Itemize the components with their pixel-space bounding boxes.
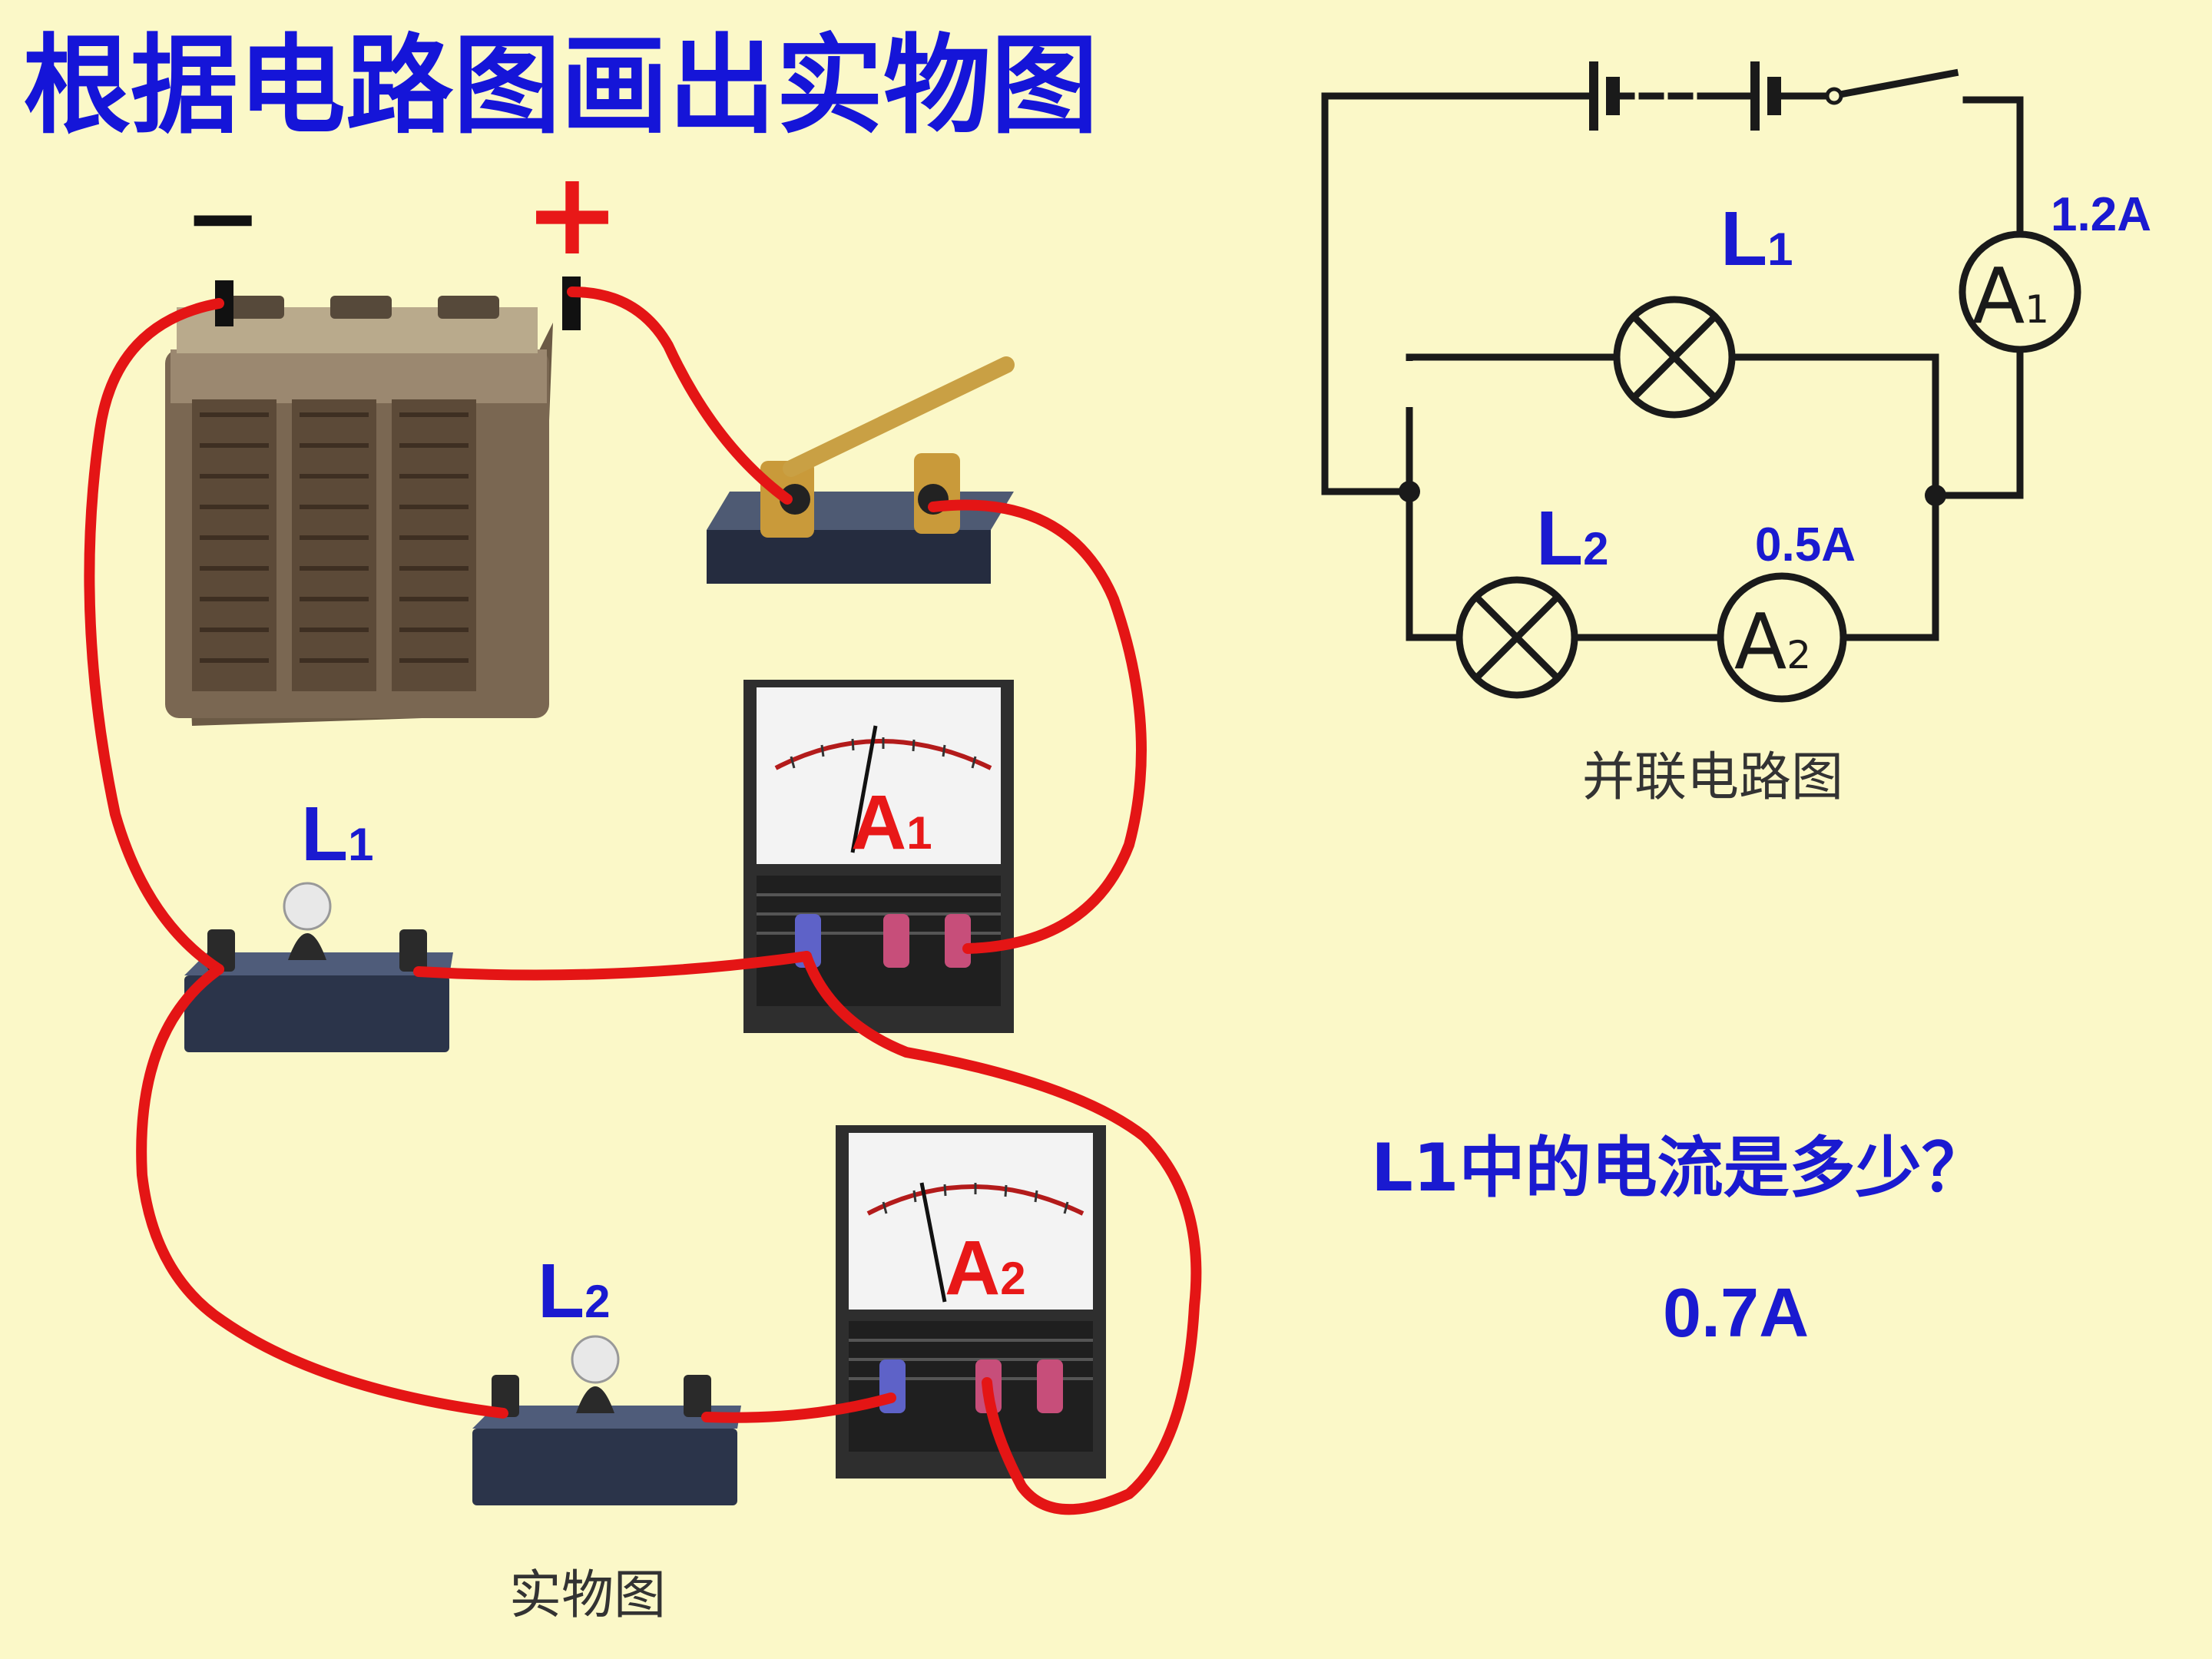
schematic-l2-label: L2 — [1536, 495, 1608, 581]
question-text: L1中的电流是多少？ — [1371, 1130, 1988, 1207]
physical-circuit-photo: − + — [84, 147, 1202, 1626]
battery-minus-sign: − — [184, 165, 262, 272]
schematic-switch — [1825, 87, 1843, 105]
schematic-caption: 并联电路图 — [1582, 747, 1843, 808]
schematic-lamp-l2 — [1455, 576, 1578, 699]
schematic-ammeter-a1: A1 — [1959, 230, 2081, 353]
slide-title: 根据电路图画出实物图 — [23, 24, 1098, 149]
photo-l1-label: L1 — [301, 791, 373, 877]
lamp-l1-holder — [184, 882, 453, 1052]
ammeter-a2 — [836, 1125, 1106, 1479]
photo-caption: 实物图 — [509, 1565, 666, 1626]
answer-text: 0.7A — [1663, 1275, 1809, 1352]
svg-text:A1: A1 — [1972, 251, 2049, 341]
junction-left — [1399, 481, 1420, 502]
battery — [165, 276, 581, 726]
schematic-battery — [1589, 61, 1786, 131]
schematic-ammeter-a2: A2 — [1717, 572, 1847, 703]
wires — [84, 286, 1202, 1515]
wire-switch-to-a1 — [928, 499, 1147, 954]
ammeter-a2-reading: 0.5A — [1755, 518, 1856, 571]
wire-l1-to-l2 — [136, 964, 508, 1419]
wire-a1-to-a2 — [801, 951, 1202, 1515]
schematic-lamp-l1 — [1613, 296, 1736, 419]
junction-right — [1925, 485, 1946, 506]
wire-l2-to-a2 — [701, 1392, 896, 1423]
ammeter-a1-reading: 1.2A — [2051, 188, 2151, 241]
wire-battery-plus-to-switch — [567, 286, 793, 505]
battery-plus-sign: + — [524, 147, 621, 281]
wire-l1-to-a1 — [413, 951, 812, 981]
photo-a1-label: A1 — [851, 780, 932, 866]
photo-a2-label: A2 — [945, 1225, 1026, 1311]
svg-text:A2: A2 — [1734, 597, 1811, 687]
photo-l2-label: L2 — [538, 1248, 610, 1334]
wire-battery-minus-to-l1 — [84, 298, 224, 975]
ammeter-a1 — [743, 680, 1014, 1033]
schematic-l1-label: L1 — [1720, 196, 1793, 282]
circuit-schematic: A1 A2 L1 L2 1.2A 0.5A 并联电路图 — [1321, 61, 2151, 808]
lamp-l2-holder — [472, 1335, 741, 1505]
